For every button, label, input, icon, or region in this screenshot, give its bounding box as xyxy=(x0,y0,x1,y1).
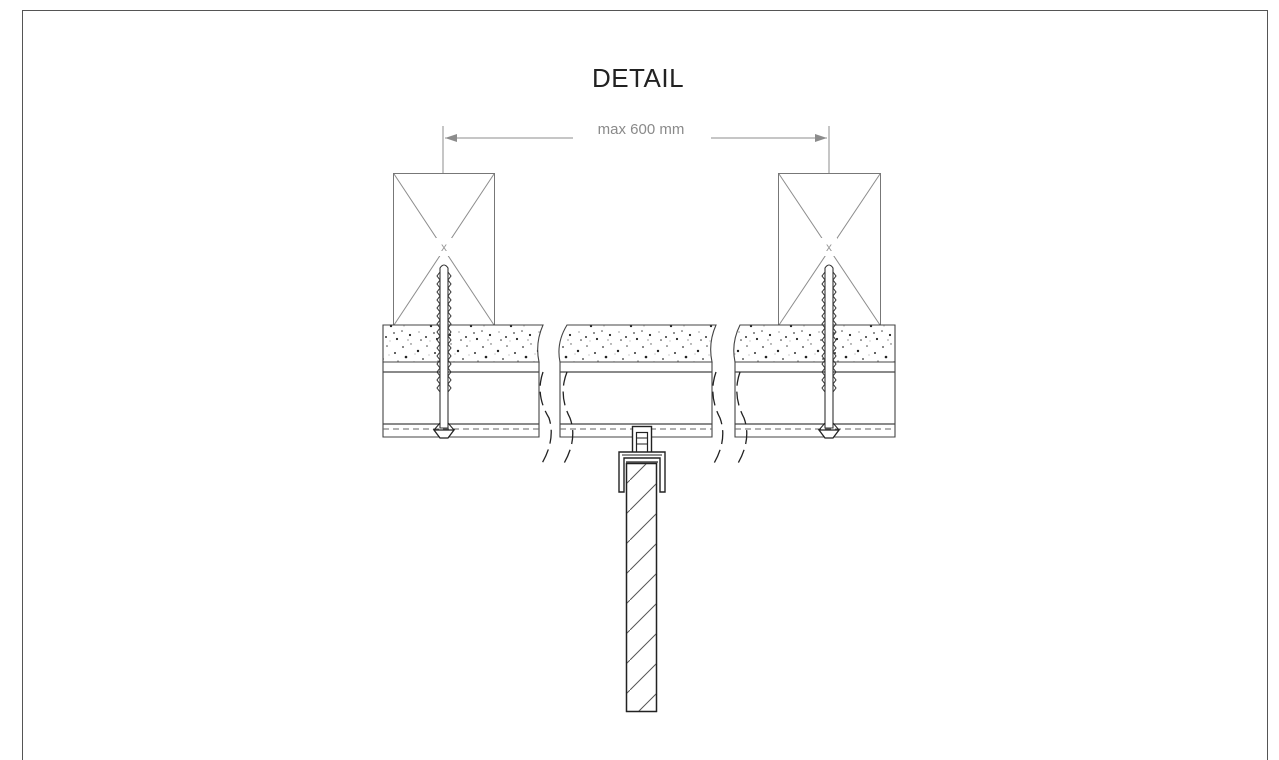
concrete-layer xyxy=(382,324,896,363)
board-segment-left xyxy=(382,361,540,438)
hanging-panel xyxy=(625,462,658,713)
dimension-label: max 600 mm xyxy=(598,121,685,138)
concrete-segment-right xyxy=(733,324,896,363)
sheet-frame xyxy=(22,10,1268,760)
detail-title: DETAIL xyxy=(592,63,684,93)
board-segment-middle xyxy=(559,361,713,438)
board-layer xyxy=(382,361,896,438)
board-segment-right xyxy=(734,361,896,438)
batten-left-mark: x xyxy=(441,240,447,254)
concrete-segment-left xyxy=(382,324,544,363)
break-lines xyxy=(539,371,748,466)
concrete-segment-middle xyxy=(558,324,717,363)
batten-right-mark: x xyxy=(826,240,832,254)
screw-right xyxy=(817,264,841,439)
screw-left xyxy=(432,264,456,439)
ceiling-track-profile xyxy=(618,425,666,493)
